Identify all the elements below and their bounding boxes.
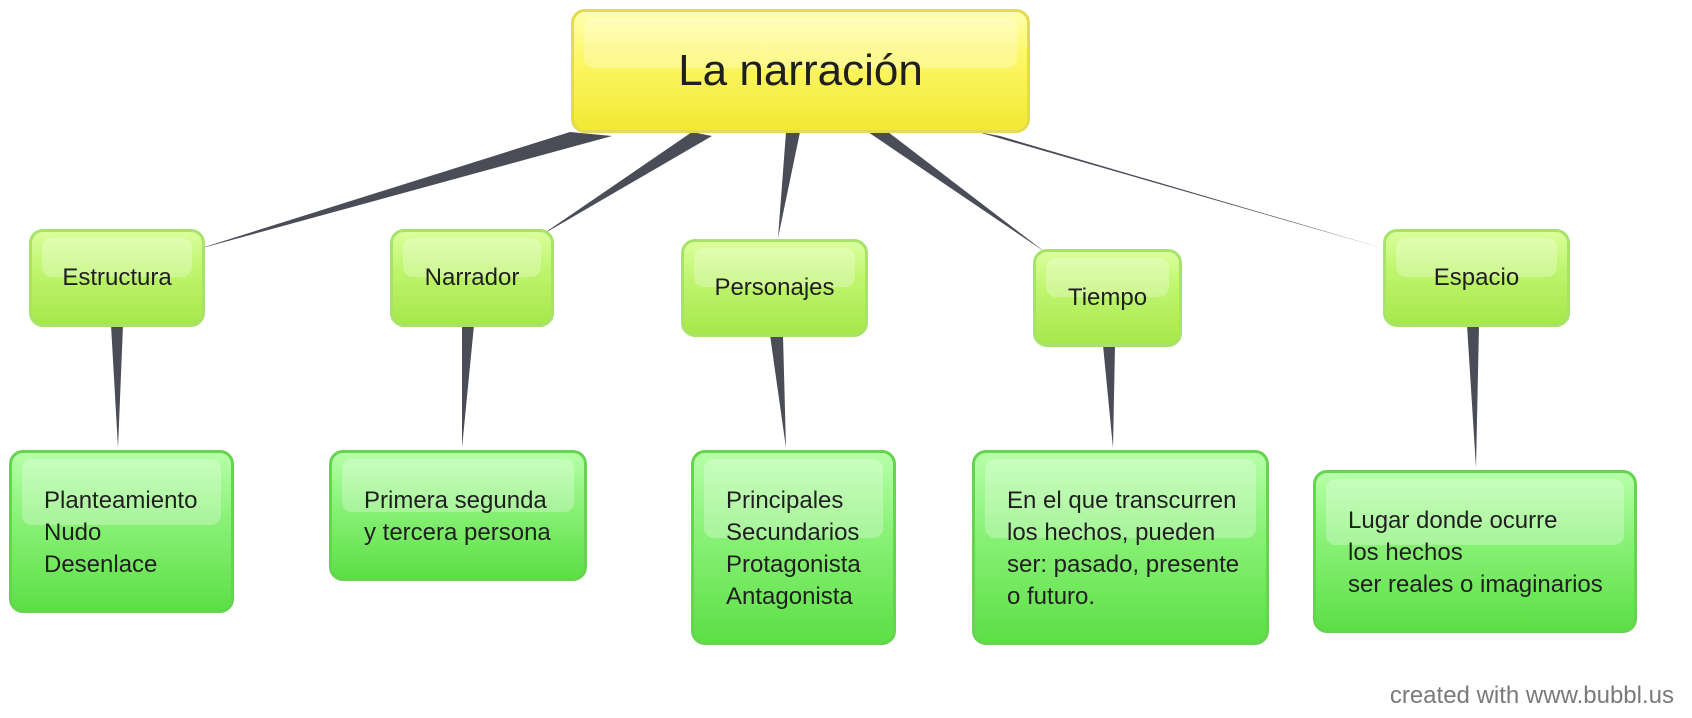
detail-line: y tercera persona	[364, 519, 551, 546]
detail-line: Antagonista	[726, 583, 853, 610]
detail-line: o futuro.	[1007, 583, 1096, 610]
connector-espacio-detail	[1467, 325, 1479, 468]
topic-label-tiempo: Tiempo	[1067, 284, 1148, 311]
topic-node-narrador[interactable]: Narrador	[390, 229, 554, 327]
topic-node-personajes[interactable]: Personajes	[681, 239, 868, 337]
root-topic-node[interactable]: La narración	[571, 9, 1030, 133]
credit-text: created with www.bubbl.us	[1389, 682, 1674, 709]
detail-line: Desenlace	[44, 551, 158, 578]
topic-node-espacio[interactable]: Espacio	[1383, 229, 1570, 327]
connector-root-personajes	[778, 132, 800, 238]
connector-estructura-detail	[111, 325, 123, 448]
connector-root-espacio	[978, 132, 1382, 248]
detail-line: Lugar donde ocurre	[1348, 507, 1558, 534]
detail-node-personajes[interactable]: Principales Secundarios Protagonista Ant…	[691, 450, 896, 645]
detail-line: los hechos	[1348, 539, 1463, 566]
root-topic-label: La narración	[678, 46, 923, 95]
connector-personajes-detail	[770, 335, 786, 448]
detail-line: Protagonista	[726, 551, 861, 578]
topic-label-narrador: Narrador	[424, 264, 520, 291]
topic-node-tiempo[interactable]: Tiempo	[1033, 249, 1182, 347]
detail-line: ser: pasado, presente	[1007, 551, 1240, 578]
topic-label-personajes: Personajes	[714, 274, 835, 301]
topic-label-espacio: Espacio	[1433, 264, 1520, 291]
connector-root-narrador	[540, 132, 712, 236]
detail-line: Principales	[726, 487, 844, 514]
connector-tiempo-detail	[1103, 345, 1115, 448]
connector-narrador-detail	[462, 325, 474, 448]
detail-node-espacio[interactable]: Lugar donde ocurre los hechos ser reales…	[1313, 470, 1637, 633]
detail-line: Nudo	[44, 519, 102, 546]
detail-line: Primera segunda	[364, 487, 547, 514]
connector-root-tiempo	[868, 132, 1045, 252]
detail-node-narrador[interactable]: Primera segunda y tercera persona	[329, 450, 587, 581]
detail-line: ser reales o imaginarios	[1348, 571, 1603, 598]
detail-line: Secundarios	[726, 519, 860, 546]
topic-label-estructura: Estructura	[62, 264, 172, 291]
detail-line: los hechos, pueden	[1007, 519, 1216, 546]
detail-line: En el que transcurren	[1007, 487, 1237, 514]
connector-root-estructura	[195, 132, 612, 250]
detail-line: Planteamiento	[44, 487, 198, 514]
topic-node-estructura[interactable]: Estructura	[29, 229, 205, 327]
detail-node-tiempo[interactable]: En el que transcurren los hechos, pueden…	[972, 450, 1269, 645]
detail-node-estructura[interactable]: Planteamiento Nudo Desenlace	[9, 450, 234, 613]
